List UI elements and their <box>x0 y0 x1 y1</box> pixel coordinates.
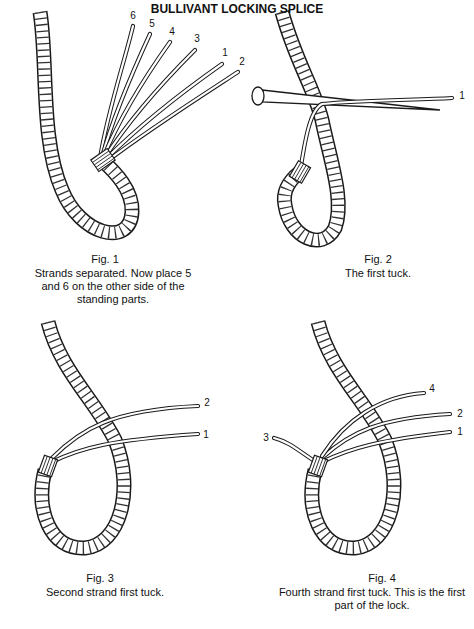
seizing-wrap <box>289 161 310 184</box>
strands-fig2 <box>300 98 452 172</box>
figure-label: Fig. 3 <box>86 572 114 585</box>
callout-number: 5 <box>149 17 155 30</box>
callout-number: 2 <box>457 407 463 420</box>
seizing-turns <box>93 151 115 170</box>
strand <box>274 438 316 462</box>
figure-label: Fig. 2 <box>364 253 392 266</box>
strands-fig3 <box>52 406 198 462</box>
strand <box>106 72 238 162</box>
callout-number: 3 <box>194 32 200 45</box>
seizing-wrap <box>91 149 115 172</box>
strand <box>106 72 238 162</box>
diagram-title: BULLIVANT LOCKING SPLICE <box>151 3 323 16</box>
strand <box>104 50 195 159</box>
callout-number: 1 <box>457 425 463 438</box>
callout-number: 4 <box>429 382 435 395</box>
seizing-turns <box>311 456 326 476</box>
seizing <box>289 161 310 184</box>
strand <box>300 98 452 172</box>
strand <box>52 406 198 458</box>
strands-fig1 <box>100 26 238 162</box>
callout-number: 1 <box>203 428 209 441</box>
figure-caption: Strands separated. Now place 5 and 6 on … <box>29 267 197 306</box>
strand <box>322 393 424 456</box>
spike-head <box>252 87 264 105</box>
strand <box>105 64 222 160</box>
seizing-turns <box>292 162 309 182</box>
figure-label: Fig. 1 <box>91 253 119 266</box>
seizing <box>91 149 115 172</box>
strand <box>274 438 316 462</box>
strand <box>322 393 424 456</box>
seizing <box>38 455 57 477</box>
seizing <box>308 455 327 477</box>
strands-fig4 <box>274 393 450 462</box>
callout-number: 4 <box>169 25 175 38</box>
callout-number: 2 <box>239 55 245 68</box>
seizing-wrap <box>308 455 327 477</box>
strand <box>105 64 222 160</box>
callout-number: 1 <box>222 46 228 59</box>
callout-number: 1 <box>459 89 465 102</box>
strand <box>322 414 450 458</box>
strand <box>322 414 450 458</box>
seizing-wrap <box>38 455 57 477</box>
seizing-turns <box>41 456 56 476</box>
callout-number: 6 <box>130 9 136 22</box>
callout-number: 3 <box>263 431 269 444</box>
strand <box>104 50 195 159</box>
strand <box>322 432 450 462</box>
figure-label: Fig. 4 <box>368 572 396 585</box>
figure-caption: Second strand first tuck. <box>10 586 200 599</box>
callout-number: 2 <box>204 396 210 409</box>
strand <box>300 98 452 172</box>
figure-caption: The first tuck. <box>303 267 453 280</box>
strand <box>322 432 450 462</box>
figure-caption: Fourth strand first tuck. This is the fi… <box>272 586 472 612</box>
strand <box>52 406 198 458</box>
